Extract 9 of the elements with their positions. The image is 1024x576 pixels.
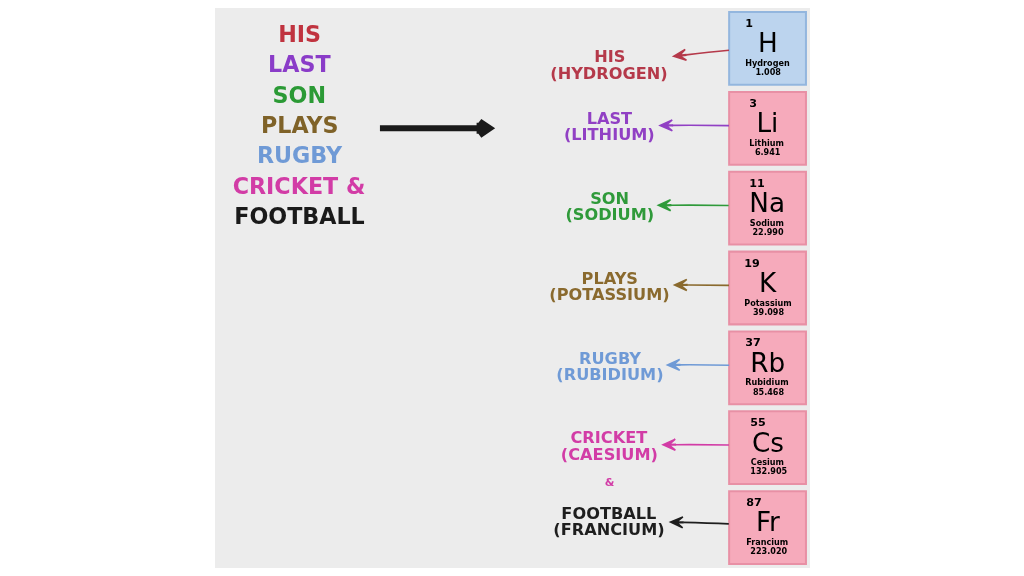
node-text: PLAYS (POTASSIUM) <box>548 268 670 304</box>
node-text: RUGBY (RUBIDIUM) <box>555 348 664 384</box>
label: & <box>604 475 615 489</box>
node-text: FOOTBALL (FRANCIUM) <box>552 504 665 540</box>
node-text: LAST (LITHIUM) <box>563 109 655 145</box>
node-text: HIS LAST SON PLAYS RUGBY CRICKET & FOOTBALL <box>232 21 365 229</box>
node-text: SON (SODIUM) <box>564 188 654 225</box>
node-text: CRICKET (CAESIUM) <box>560 428 658 464</box>
node-text: HIS (HYDROGEN) <box>549 47 668 83</box>
